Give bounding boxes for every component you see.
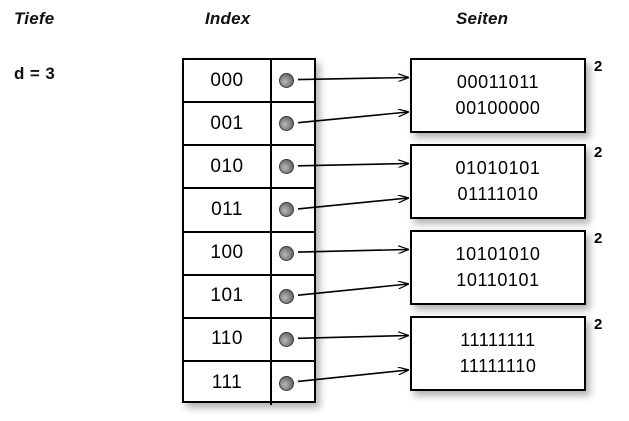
page-record-line: 01111010	[457, 183, 539, 204]
page-local-depth: 2	[594, 58, 603, 75]
page-bucket: 10101010 10110101	[410, 230, 586, 305]
page-bucket: 11111111 11111110	[410, 316, 586, 391]
index-row-pointer-cell[interactable]	[272, 189, 314, 230]
index-row-pointer-cell[interactable]	[272, 60, 314, 101]
index-row-pointer-cell[interactable]	[272, 103, 314, 144]
filled-circle-icon	[279, 375, 294, 391]
index-row-label: 101	[184, 275, 272, 317]
filled-circle-icon	[279, 331, 294, 347]
column-header-depth: Tiefe	[14, 9, 55, 28]
index-row[interactable]: 011	[184, 189, 314, 233]
index-row[interactable]: 010	[184, 146, 314, 190]
index-row[interactable]: 000	[184, 60, 314, 104]
column-header-index: Index	[205, 9, 251, 28]
index-row-label: 000	[184, 60, 272, 102]
index-row-label: 110	[184, 318, 272, 360]
page-bucket: 00011011 00100000	[410, 58, 586, 133]
index-row-pointer-cell[interactable]	[272, 319, 314, 360]
page-local-depth: 2	[594, 144, 603, 161]
index-row-pointer-cell[interactable]	[272, 233, 314, 274]
index-row[interactable]: 111	[184, 361, 314, 405]
index-row[interactable]: 100	[184, 232, 314, 276]
filled-circle-icon	[279, 116, 294, 132]
page-record-line: 11111111	[460, 329, 536, 350]
page-local-depth: 2	[594, 230, 603, 247]
index-row-pointer-cell[interactable]	[272, 276, 314, 317]
index-row[interactable]: 001	[184, 103, 314, 147]
page-record-line: 01010101	[455, 157, 541, 178]
index-row[interactable]: 101	[184, 275, 314, 319]
page-record-line: 11111110	[459, 355, 537, 376]
page-local-depth: 2	[594, 316, 603, 333]
column-header-pages: Seiten	[456, 9, 509, 28]
page-record-line: 10110101	[456, 269, 540, 290]
filled-circle-icon	[279, 73, 294, 89]
page-record-line: 10101010	[455, 243, 541, 264]
filled-circle-icon	[279, 245, 294, 261]
index-row-label: 010	[184, 146, 272, 188]
index-row-label: 011	[184, 189, 272, 231]
filled-circle-icon	[279, 288, 294, 304]
page-bucket: 01010101 01111010	[410, 144, 586, 219]
index-row-pointer-cell[interactable]	[272, 362, 314, 405]
filled-circle-icon	[279, 159, 294, 175]
index-row-label: 100	[184, 232, 272, 274]
index-row-pointer-cell[interactable]	[272, 146, 314, 187]
page-record-line: 00100000	[455, 97, 541, 118]
index-row[interactable]: 110	[184, 318, 314, 362]
index-row-label: 111	[184, 361, 272, 405]
index-row-label: 001	[184, 103, 272, 145]
global-depth-value: d = 3	[14, 64, 56, 83]
filled-circle-icon	[279, 202, 294, 218]
page-record-line: 00011011	[456, 71, 540, 92]
